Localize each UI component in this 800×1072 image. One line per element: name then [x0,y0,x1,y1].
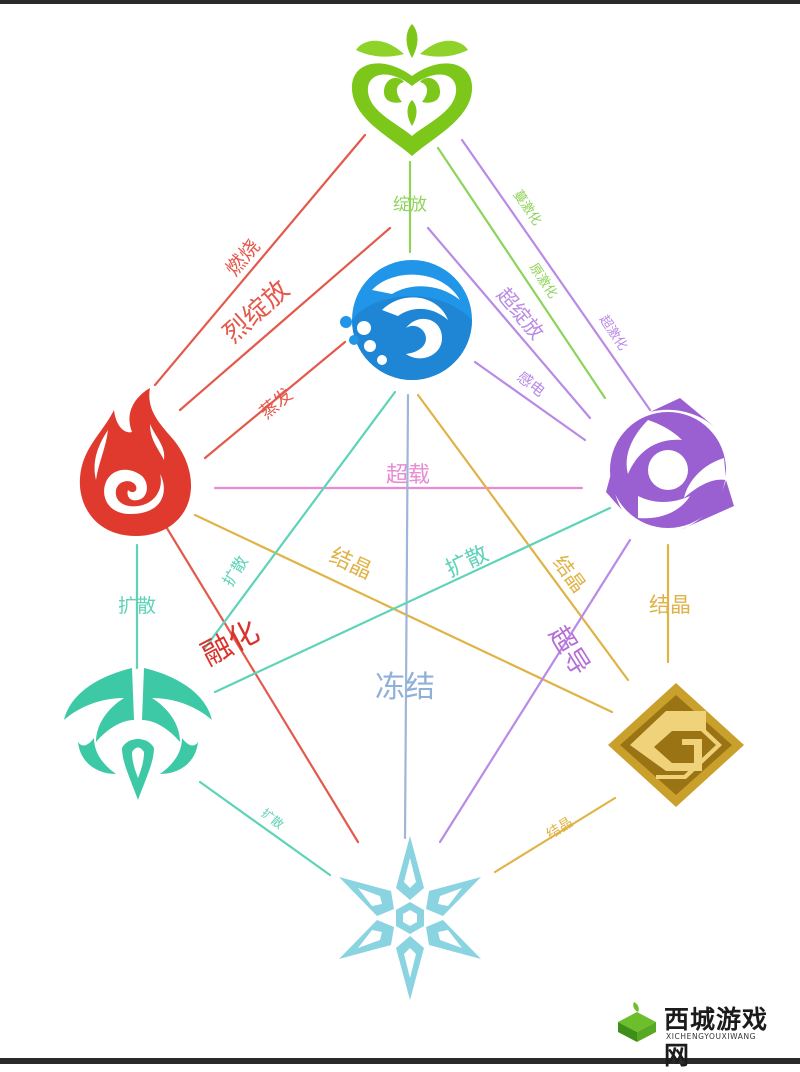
label-superconduct: 超导 [542,621,595,681]
anemo-icon [64,668,212,800]
label-swirl-pyro: 扩散 [118,595,156,617]
line-quicken [436,146,607,400]
watermark-logo-icon [618,1002,656,1042]
label-crystallize-pyro: 结晶 [326,543,376,584]
label-overloaded: 超载 [386,463,430,488]
line-swirl-cryo [198,780,332,877]
label-burning: 燃烧 [221,234,265,280]
hydro-icon [340,260,472,380]
line-vaporize [203,340,347,460]
label-aggravate: 原激化 [526,261,560,302]
line-crystallize-hydro [416,393,630,682]
label-quicken: 蔓激化 [510,188,544,229]
label-melt: 融化 [196,614,265,673]
line-spread [460,138,652,412]
label-vaporize: 蒸发 [256,384,297,423]
watermark: 西城游戏网 XICHENGYOUXIWANG [614,998,790,1070]
electro-icon [606,398,734,530]
line-burning [153,133,367,387]
top-border [0,0,800,4]
label-spread: 超激化 [596,313,630,354]
label-crystallize-hydro: 结晶 [548,551,591,597]
line-swirl-electro [213,506,612,694]
watermark-subtitle: XICHENGYOUXIWANG [666,1032,757,1041]
label-crystallize-electro: 结晶 [649,593,691,617]
line-swirl-hydro [203,390,397,650]
pyro-icon [79,388,192,536]
reaction-lines [135,133,670,877]
dendro-icon [351,24,473,156]
line-burgeon [178,226,392,412]
cryo-icon [339,836,481,1000]
line-hyperbloom [426,226,592,420]
label-electro-charged: 感电 [514,368,549,401]
label-swirl-hydro: 扩散 [219,552,252,589]
label-burgeon: 烈绽放 [218,275,296,349]
line-frozen [403,393,410,840]
geo-icon [608,683,744,807]
bottom-border [0,1058,800,1064]
line-crystallize-cryo [493,796,617,874]
label-crystallize-cryo: 结晶 [544,814,576,842]
line-electro-charged [473,360,587,442]
label-frozen: 冻结 [375,670,435,705]
line-melt [163,523,360,844]
line-superconduct [438,538,632,844]
label-swirl-electro: 扩散 [442,541,492,582]
label-bloom: 绽放 [393,195,427,215]
